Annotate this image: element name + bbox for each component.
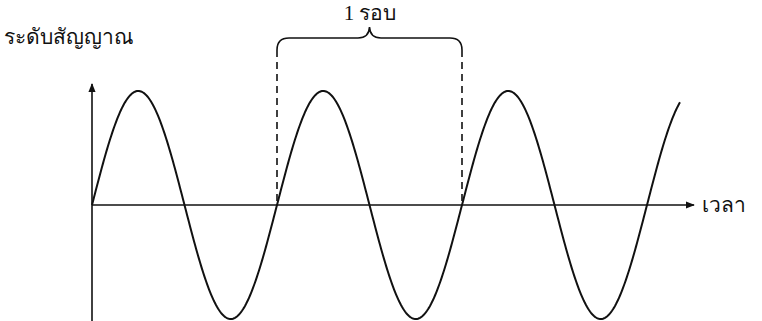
cycle-end-dashed-line xyxy=(461,50,463,205)
axis-label: เวลา xyxy=(702,194,746,217)
x-axis xyxy=(92,204,694,206)
axis-label: ระดับสัญญาณ xyxy=(4,26,133,49)
sine-wave xyxy=(92,91,680,319)
cycle-bracket xyxy=(277,27,462,50)
cycle-label: 1 รอบ xyxy=(344,2,397,25)
cycle-start-dashed-line xyxy=(276,50,278,205)
